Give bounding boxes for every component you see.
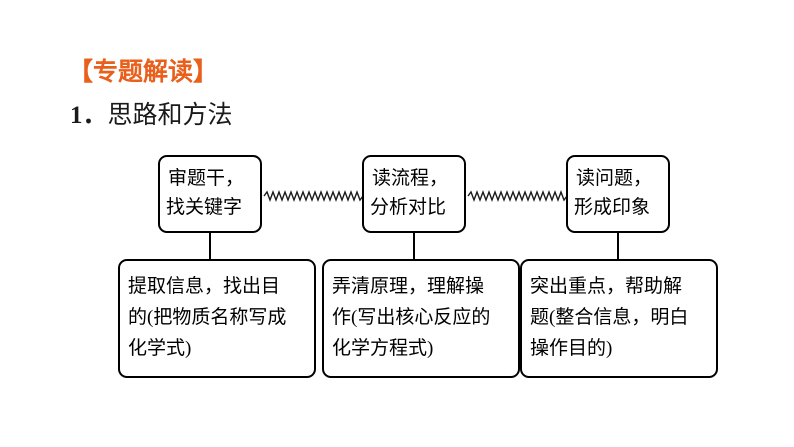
flow-node-bottom-1[interactable]: 提取信息，找出目 的(把物质名称写成 化学式) <box>118 259 316 378</box>
flow-node-bottom-1-line2: 的(把物质名称写成 <box>128 307 287 329</box>
subheading-label: 思路和方法 <box>107 102 233 129</box>
flow-node-bottom-1-line1: 提取信息，找出目 <box>128 276 281 298</box>
flow-node-top-1-line2: 找关键字 <box>166 197 243 218</box>
flow-node-top-2[interactable]: 读流程， 分析对比 <box>362 155 466 233</box>
flow-node-top-2-line2: 分析对比 <box>370 197 447 218</box>
subheading: 1．思路和方法 <box>70 100 233 131</box>
page-title: 【专题解读】 <box>68 59 219 86</box>
subheading-number: 1． <box>70 102 108 129</box>
flow-node-top-3-line1: 读问题， <box>576 168 653 190</box>
flow-node-top-3[interactable]: 读问题， 形成印象 <box>566 155 670 233</box>
flow-node-bottom-3[interactable]: 突出重点，帮助解 题(整合信息，明白 操作目的) <box>520 259 718 378</box>
flow-node-bottom-2-line1: 弄清原理，理解操 <box>332 276 485 298</box>
flow-node-bottom-2[interactable]: 弄清原理，理解操 作(写出核心反应的 化学方程式) <box>322 259 520 378</box>
flow-node-bottom-3-line1: 突出重点，帮助解 <box>530 276 683 298</box>
squiggle-connector-1 <box>263 190 364 202</box>
flow-node-bottom-2-line2: 作(写出核心反应的 <box>332 307 491 329</box>
flow-node-top-2-line1: 读流程， <box>372 168 449 190</box>
squiggle-connector-2 <box>467 190 568 202</box>
flow-node-top-1[interactable]: 审题干， 找关键字 <box>158 155 262 233</box>
flow-node-bottom-3-line2: 题(整合信息，明白 <box>530 307 689 329</box>
flow-node-top-1-line1: 审题干， <box>168 168 245 190</box>
flow-node-bottom-1-line3: 化学式) <box>128 337 192 359</box>
flow-node-top-3-line2: 形成印象 <box>574 197 651 218</box>
flow-node-bottom-3-line3: 操作目的) <box>530 337 613 359</box>
flow-node-bottom-2-line3: 化学方程式) <box>332 337 434 359</box>
